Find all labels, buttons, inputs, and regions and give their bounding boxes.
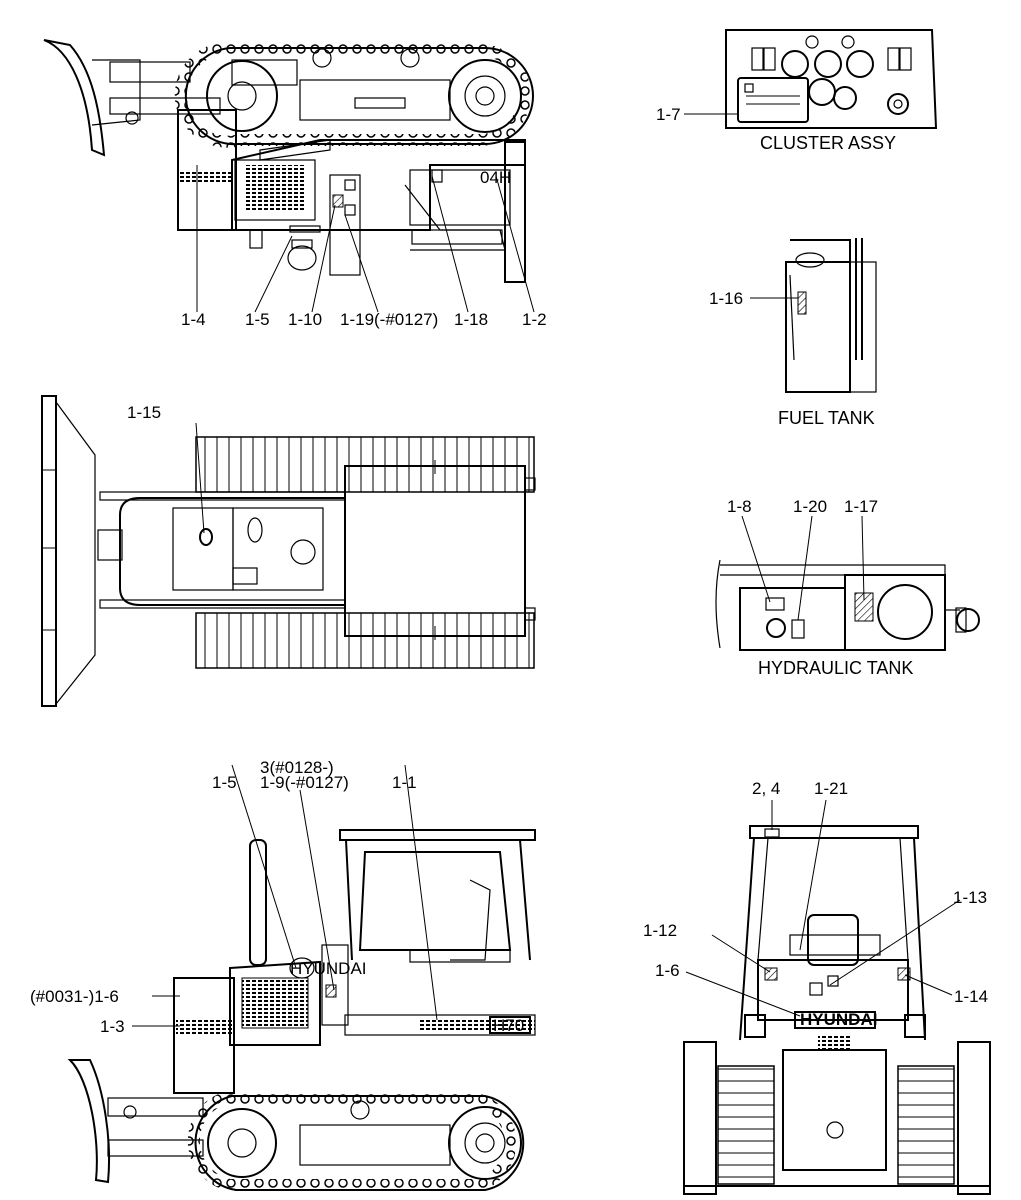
label-1-17: 1-17	[844, 497, 878, 516]
label-1-21: 1-21	[814, 779, 848, 798]
plan-view: 1-15	[41, 395, 536, 707]
label-1-19: 1-19(-#0127)	[340, 310, 438, 329]
brand-marking-rear: HYUNDAI	[800, 1010, 877, 1029]
label-1-18: 1-18	[454, 310, 488, 329]
label-1-13: 1-13	[953, 888, 987, 907]
label-1-16: 1-16	[709, 289, 743, 308]
rear-view: HYUNDAI 2, 4 1-21 1-13 1-12 1-6 1-14	[643, 779, 991, 1195]
label-1-7: 1-7	[656, 105, 681, 124]
caption-fuel-tank: FUEL TANK	[778, 408, 875, 428]
fuel-tank-view: 1-16 FUEL TANK	[709, 238, 877, 428]
label-2-4: 2, 4	[752, 779, 780, 798]
label-1-14: 1-14	[954, 987, 988, 1006]
caption-cluster-assy: CLUSTER ASSY	[760, 133, 896, 153]
label-1-1: 1-1	[392, 773, 417, 792]
label-1-12: 1-12	[643, 921, 677, 940]
label-1-8: 1-8	[727, 497, 752, 516]
hydraulic-tank-view: 1-8 1-20 1-17 HYDRAULIC TANK	[715, 497, 980, 678]
label-1-10: 1-10	[288, 310, 322, 329]
label-1-6-rear: 1-6	[655, 961, 680, 980]
label-1-5-top: 1-5	[245, 310, 270, 329]
label-1-4: 1-4	[181, 310, 206, 329]
cluster-assy-view: 1-7 CLUSTER ASSY	[656, 29, 938, 153]
label-1-20: 1-20	[793, 497, 827, 516]
label-1-9: 1-9(-#0127)	[260, 773, 349, 792]
brand-marking-side: HYUNDAI	[290, 959, 367, 978]
model-marking-top: 04H	[480, 168, 511, 187]
side-view-bottom: H70 HYUNDAI 3(#0128-) 1-9(-#0127) 1-5 1-…	[30, 758, 536, 1191]
label-1-5-bottom: 1-5	[212, 773, 237, 792]
label-1-3: 1-3	[100, 1017, 125, 1036]
label-3: 3(#0128-)	[260, 758, 334, 777]
model-marking-bottom: H70	[493, 1016, 524, 1035]
label-1-2: 1-2	[522, 310, 547, 329]
side-view-top: 04H 1-4 1-5 1-10 1-19(-#0127) 1-18 1-2	[43, 39, 547, 329]
label-1-15: 1-15	[127, 403, 161, 422]
label-1-6-left: (#0031-)1-6	[30, 987, 119, 1006]
caption-hydraulic-tank: HYDRAULIC TANK	[758, 658, 913, 678]
